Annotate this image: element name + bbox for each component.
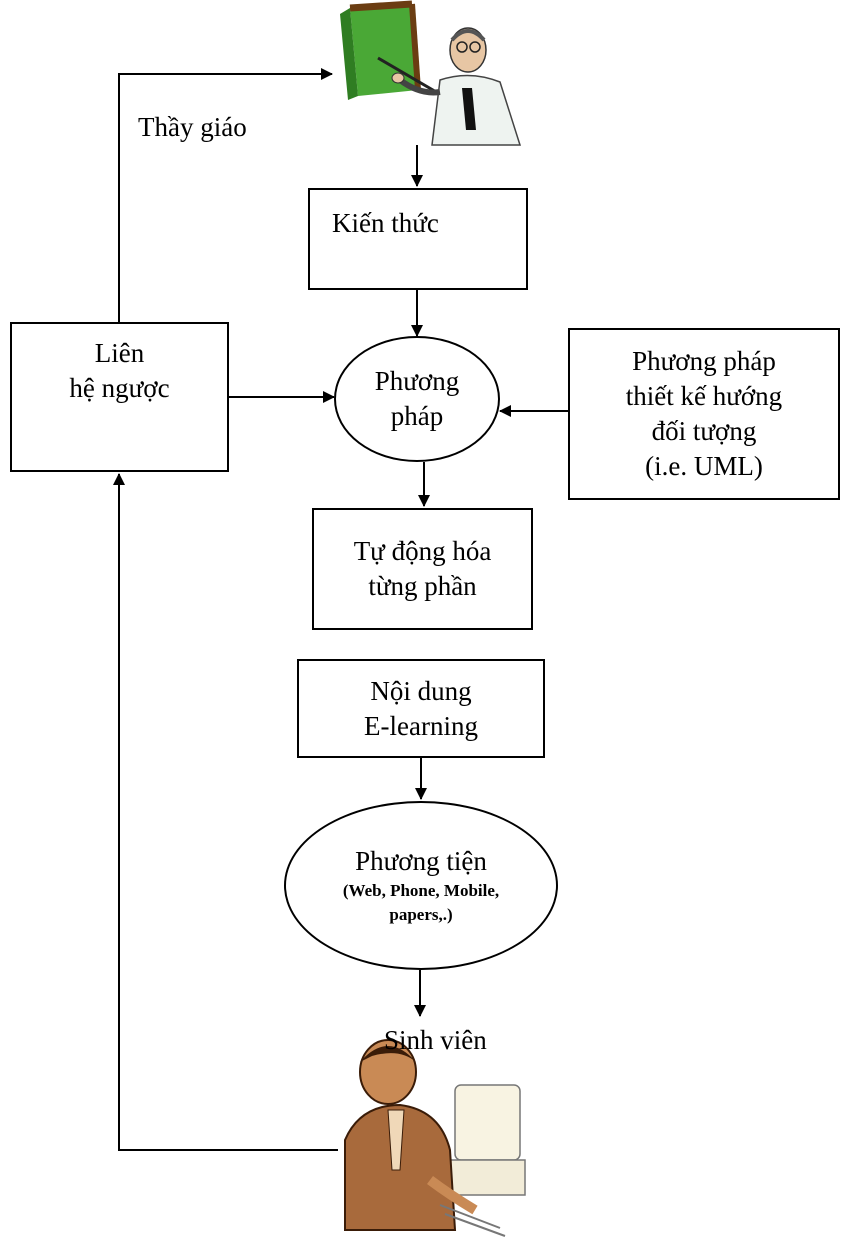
content-box: Nội dung E-learning [297, 659, 545, 758]
media-detail: (Web, Phone, Mobile, papers,.) [342, 881, 500, 924]
media-ellipse: Phương tiện (Web, Phone, Mobile, papers,… [284, 801, 558, 970]
student-at-computer-icon [344, 1039, 526, 1237]
feedback-text: Liên hệ ngược [69, 338, 170, 403]
teacher-label: Thầy giáo [138, 112, 247, 142]
automation-text: Tự động hóa từng phần [353, 536, 492, 601]
method-ellipse: Phương pháp [334, 336, 500, 462]
knowledge-text: Kiến thức [332, 208, 439, 238]
feedback-box: Liên hệ ngược [10, 322, 229, 472]
arrow-student-to-feedback [113, 473, 338, 1151]
oo-design-box: Phương pháp thiết kế hướng đối tượng (i.… [568, 328, 840, 500]
content-text: Nội dung E-learning [364, 675, 478, 741]
automation-box: Tự động hóa từng phần [312, 508, 533, 630]
method-text: Phương pháp [374, 366, 460, 431]
student-label: Sinh viên [384, 1025, 487, 1055]
knowledge-box: Kiến thức [308, 188, 528, 290]
media-title: Phương tiện [355, 846, 487, 876]
teacher-at-board-icon [340, 0, 522, 146]
arrow-feedback-to-teacher [118, 68, 333, 322]
oo-design-text: Phương pháp thiết kế hướng đối tượng (i.… [625, 346, 783, 481]
